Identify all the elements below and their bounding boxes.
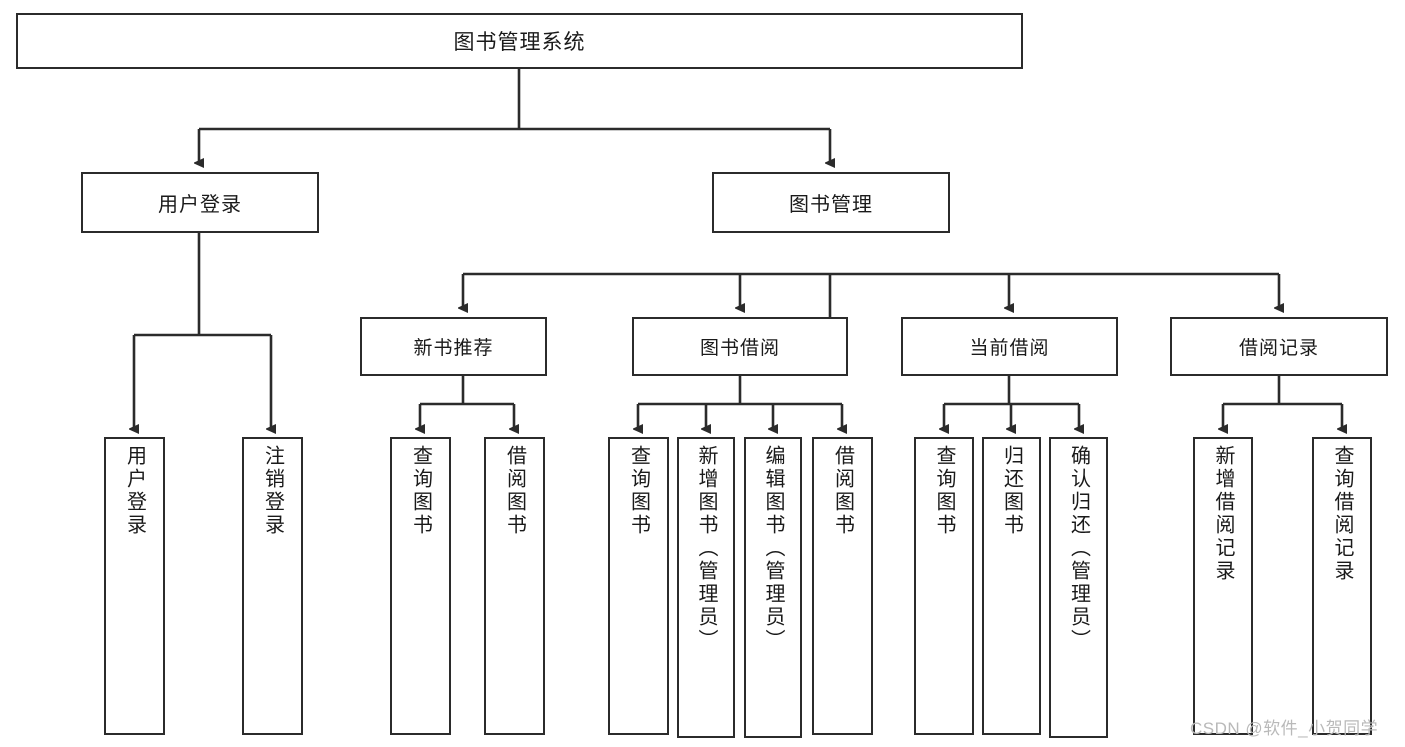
node-leaf-logout[interactable]: 注销登录 (242, 437, 303, 735)
node-leaf-query-book-1-label: 查询图书 (409, 445, 432, 537)
node-leaf-query-book-3-label: 查询图书 (933, 445, 955, 537)
node-leaf-query-record[interactable]: 查询借阅记录 (1312, 437, 1372, 735)
node-leaf-return-book-label: 归还图书 (1000, 445, 1023, 537)
csdn-watermark: CSDN @软件_小贺同学 (1190, 719, 1379, 738)
node-borrow-record-label: 借阅记录 (1238, 338, 1319, 359)
node-leaf-user-login-label: 用户登录 (123, 445, 146, 537)
node-leaf-borrow-book-1[interactable]: 借阅图书 (484, 437, 545, 735)
node-leaf-add-record-label: 新增借阅记录 (1212, 445, 1234, 583)
node-leaf-logout-label: 注销登录 (261, 445, 284, 537)
node-leaf-user-login[interactable]: 用户登录 (104, 437, 165, 735)
node-leaf-edit-book-label: 编辑图书（管理员） (762, 445, 784, 652)
node-user-login-label: 用户登录 (158, 194, 242, 216)
node-leaf-borrow-book-1-label: 借阅图书 (503, 445, 526, 537)
node-leaf-query-book-3[interactable]: 查询图书 (914, 437, 974, 735)
node-leaf-add-record[interactable]: 新增借阅记录 (1193, 437, 1253, 735)
node-leaf-add-book[interactable]: 新增图书（管理员） (677, 437, 735, 738)
node-book-borrow[interactable]: 图书借阅 (632, 317, 848, 376)
node-book-manage-label: 图书管理 (789, 194, 873, 216)
node-new-book-rec-label: 新书推荐 (413, 338, 494, 359)
node-current-borrow[interactable]: 当前借阅 (901, 317, 1118, 376)
node-borrow-record[interactable]: 借阅记录 (1170, 317, 1388, 376)
node-book-manage[interactable]: 图书管理 (712, 172, 950, 233)
node-current-borrow-label: 当前借阅 (969, 338, 1050, 359)
node-leaf-confirm-return-label: 确认归还（管理员） (1067, 445, 1090, 652)
node-leaf-add-book-label: 新增图书（管理员） (695, 445, 717, 652)
node-leaf-query-record-label: 查询借阅记录 (1331, 445, 1353, 583)
node-leaf-query-book-2-label: 查询图书 (627, 445, 650, 537)
node-book-borrow-label: 图书借阅 (699, 338, 780, 359)
node-new-book-rec[interactable]: 新书推荐 (360, 317, 547, 376)
node-leaf-confirm-return[interactable]: 确认归还（管理员） (1049, 437, 1108, 738)
node-root[interactable]: 图书管理系统 (16, 13, 1023, 69)
node-leaf-edit-book[interactable]: 编辑图书（管理员） (744, 437, 802, 738)
node-leaf-borrow-book-2[interactable]: 借阅图书 (812, 437, 873, 735)
node-leaf-query-book-2[interactable]: 查询图书 (608, 437, 669, 735)
node-leaf-query-book-1[interactable]: 查询图书 (390, 437, 451, 735)
node-user-login[interactable]: 用户登录 (81, 172, 319, 233)
node-leaf-return-book[interactable]: 归还图书 (982, 437, 1041, 735)
node-leaf-borrow-book-2-label: 借阅图书 (831, 445, 854, 537)
node-root-label: 图书管理系统 (453, 31, 586, 54)
